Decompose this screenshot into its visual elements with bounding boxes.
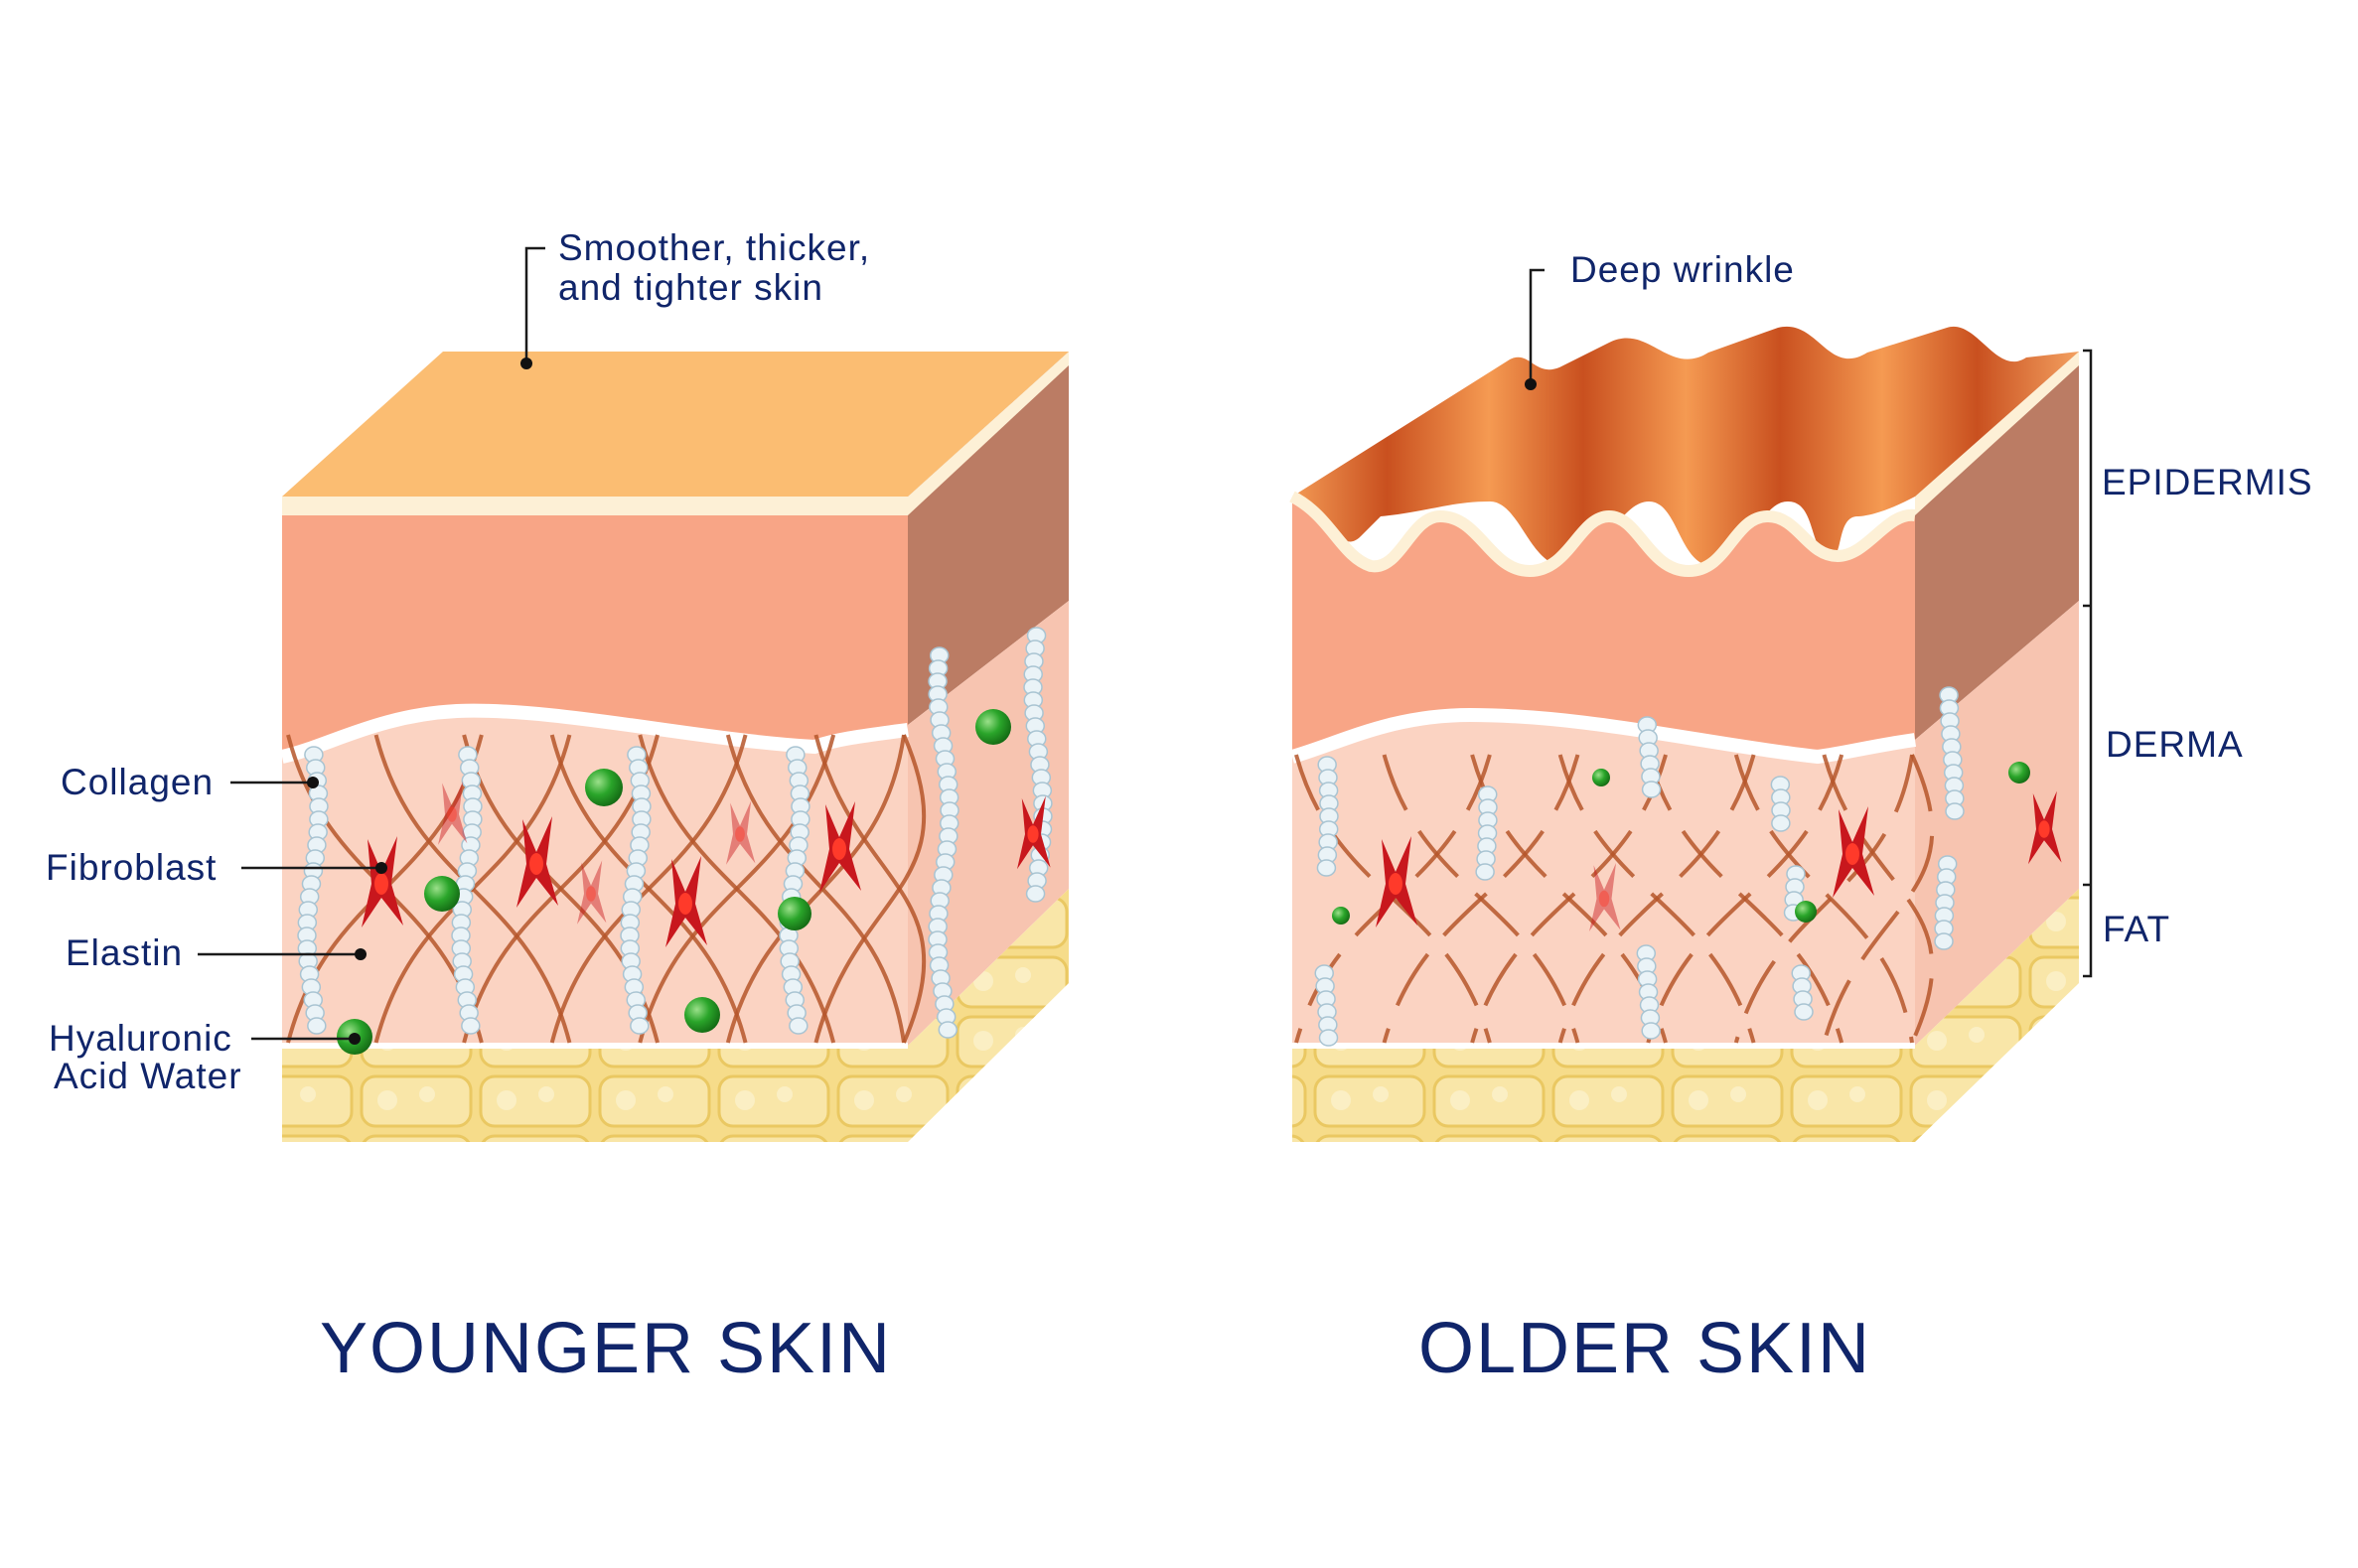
elastin-fiber (1822, 754, 1934, 1044)
hyaluronic-label-line1: Hyaluronic (49, 1018, 232, 1059)
collagen-bead (630, 1017, 650, 1035)
elastin-fiber (638, 734, 836, 1044)
younger-epidermis (282, 515, 908, 757)
elastin-fiber (549, 734, 748, 1044)
older-side-fat (1915, 889, 2079, 1142)
younger-fat (282, 1046, 908, 1142)
hyaluronic-sphere (424, 876, 460, 912)
older-skin-block (1289, 326, 2079, 1142)
older-collagen-fragments (1314, 686, 1965, 1047)
elastin-label: Elastin (66, 932, 183, 973)
surface-label-line1: Smoother, thicker, (558, 227, 870, 268)
hyaluronic-sphere (1332, 907, 1350, 925)
deep-wrinkle-callout: Deep wrinkle (1525, 249, 1795, 390)
collagen-label: Collagen (61, 762, 214, 802)
older-hyaluronic-spheres (1332, 762, 2030, 925)
fibroblast-nucleus (586, 886, 596, 902)
older-side-epidermis (1915, 352, 2079, 740)
elastin-fiber (1557, 754, 1756, 1044)
layer-brackets: EPIDERMIS DERMA FAT (2083, 349, 2313, 978)
derma-label: DERMA (2106, 724, 2244, 765)
elastin-fiber (1470, 754, 1668, 1044)
epidermis-label: EPIDERMIS (2102, 462, 2313, 502)
elastin-fiber (1822, 754, 1934, 1044)
older-cream-layer (1289, 491, 1916, 578)
surface-label-line2: and tighter skin (558, 267, 823, 308)
older-epidermis (1292, 497, 1915, 757)
fibroblast-nucleus (1389, 873, 1402, 895)
fibroblast-label: Fibroblast (46, 847, 217, 888)
collagen-bead (1641, 1022, 1661, 1040)
hyaluronic-sphere (778, 897, 811, 930)
fibroblast-cell (1589, 863, 1621, 931)
elastin-fiber (1733, 754, 1914, 1044)
collagen-bead (1945, 802, 1965, 820)
component-callouts: Collagen Fibroblast Elastin Hyaluronic A… (46, 762, 387, 1096)
collagen-bead (1794, 1003, 1814, 1021)
collagen-bead (461, 1017, 481, 1035)
collagen-bead (1771, 814, 1791, 832)
collagen-bead (1934, 932, 1954, 950)
hyaluronic-sphere (975, 709, 1011, 745)
elastin-fiber (1382, 754, 1580, 1044)
hyaluronic-sphere (585, 769, 623, 806)
older-wrinkled-surface (1292, 326, 2079, 566)
hyaluronic-sphere (1592, 769, 1610, 786)
fibroblast-cell (577, 860, 607, 925)
fibroblast-nucleus (832, 838, 846, 860)
hyaluronic-sphere (2008, 762, 2030, 784)
older-fat (1292, 1046, 1915, 1142)
deep-wrinkle-label: Deep wrinkle (1570, 249, 1795, 290)
younger-skin-block (280, 352, 1069, 1142)
younger-surface (282, 352, 1069, 497)
fibroblast-nucleus (529, 853, 543, 875)
collagen-bead (938, 1021, 958, 1039)
younger-collagen-chains (297, 627, 1053, 1039)
younger-skin-title: YOUNGER SKIN (320, 1309, 892, 1388)
elastin-fiber (725, 734, 906, 1044)
fibroblast-nucleus (1845, 843, 1859, 865)
collagen-bead (1641, 781, 1662, 798)
fat-label: FAT (2103, 909, 2170, 949)
fibroblast-nucleus (678, 893, 692, 915)
fibroblast-nucleus (2038, 820, 2050, 838)
younger-side-fat (908, 889, 1069, 1142)
older-skin-title: OLDER SKIN (1418, 1309, 1871, 1388)
hyaluronic-label-line2: Acid Water (54, 1056, 242, 1096)
fibroblast-nucleus (447, 806, 457, 822)
younger-surface-callout: Smoother, thicker, and tighter skin (520, 227, 870, 369)
collagen-bead (307, 1017, 327, 1035)
older-derma (1292, 715, 1915, 1046)
younger-fibroblasts (362, 781, 1051, 947)
collagen-bead (1475, 863, 1495, 881)
elastin-fiber (1646, 754, 1844, 1044)
fibroblast-cell (726, 800, 756, 865)
older-basement-membrane (1290, 707, 1917, 765)
fibroblast-nucleus (735, 826, 745, 842)
collagen-bead (1318, 1029, 1339, 1047)
collagen-bead (1316, 859, 1337, 877)
hyaluronic-sphere (684, 997, 720, 1033)
younger-cream-layer (282, 497, 908, 515)
older-fibroblasts (1376, 790, 2062, 931)
fibroblast-nucleus (1027, 825, 1039, 843)
elastin-fiber (813, 734, 927, 1044)
fibroblast-cell (438, 781, 468, 845)
fibroblast-nucleus (1598, 890, 1610, 908)
fibroblast-nucleus (374, 873, 388, 895)
collagen-bead (789, 1017, 809, 1035)
collagen-bead (1025, 885, 1046, 903)
younger-side-cream-layer (908, 352, 1069, 515)
hyaluronic-sphere (1795, 901, 1817, 923)
